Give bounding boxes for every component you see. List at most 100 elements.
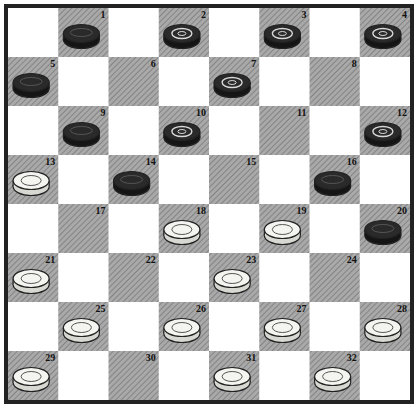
square-number: 19 [297,206,307,216]
square-number: 2 [201,10,206,20]
dark-square [159,204,209,253]
square-number: 7 [251,59,256,69]
piece-top [315,368,351,386]
square-number: 31 [246,353,256,363]
dark-square [209,155,259,204]
checker-piece [164,221,200,245]
square-number: 16 [347,157,357,167]
checker-piece [13,368,49,392]
square-number: 32 [347,353,357,363]
piece-top [13,270,49,288]
checker-piece [214,74,250,98]
piece-top [114,172,150,190]
checker-piece [164,319,200,343]
dark-square [310,57,360,106]
piece-ring [278,32,286,36]
dark-square [259,204,309,253]
piece-top [365,25,401,43]
piece-top [164,123,200,141]
square-number: 30 [146,353,156,363]
piece-ring [322,176,344,184]
piece-top [164,319,200,337]
piece-ring [71,323,91,333]
dark-square [209,253,259,302]
piece-top [13,172,49,190]
dark-square [310,253,360,302]
dark-square [310,155,360,204]
square-number: 21 [45,255,55,265]
piece-ring [373,29,393,39]
square-number: 15 [246,157,256,167]
piece-top [264,319,300,337]
piece-ring [121,176,143,184]
dark-square [8,351,58,400]
square-number: 24 [347,255,357,265]
dark-square [8,155,58,204]
checker-piece [114,172,150,196]
dark-square [58,8,108,57]
piece-top [365,123,401,141]
square-number: 11 [297,108,306,118]
piece-ring [172,127,192,137]
checker-piece [365,319,401,343]
dark-square [259,302,309,351]
checker-piece [365,221,401,245]
dark-square [58,204,108,253]
piece-top [264,221,300,239]
piece-top [63,25,99,43]
square-number: 17 [96,206,106,216]
checker-piece [315,368,351,392]
piece-ring [372,225,394,233]
checker-piece [315,172,351,196]
dark-square [360,106,410,155]
square-number: 3 [302,10,307,20]
checker-piece [214,368,250,392]
board-frame [6,6,412,402]
checker-piece [164,25,200,49]
square-number: 18 [196,206,206,216]
square-number: 13 [45,157,55,167]
dark-square [159,8,209,57]
dark-square [8,253,58,302]
dark-square [8,57,58,106]
piece-ring [21,176,41,186]
piece-ring [178,130,186,134]
square-number: 12 [397,108,407,118]
square-number: 9 [101,108,106,118]
dark-square [109,351,159,400]
piece-top [13,74,49,92]
dark-square [259,8,309,57]
checker-piece [264,319,300,343]
dark-square [159,302,209,351]
square-number: 1 [101,10,106,20]
checker-piece [63,319,99,343]
checker-piece [13,74,49,98]
dark-square [159,106,209,155]
piece-ring [272,323,292,333]
dark-square [109,57,159,106]
checker-piece [63,25,99,49]
piece-top [164,221,200,239]
square-number: 26 [196,304,206,314]
piece-top [365,319,401,337]
piece-ring [172,29,192,39]
piece-top [315,172,351,190]
piece-top [365,221,401,239]
piece-ring [172,225,192,235]
piece-ring [21,274,41,284]
square-number: 8 [352,59,357,69]
dark-square [109,155,159,204]
piece-top [13,368,49,386]
piece-top [214,270,250,288]
square-number: 14 [146,157,156,167]
checker-piece [214,270,250,294]
piece-top [214,74,250,92]
dark-square [58,106,108,155]
piece-ring [373,323,393,333]
dark-square [360,204,410,253]
piece-ring [373,127,393,137]
piece-top [63,123,99,141]
dark-square [360,302,410,351]
piece-top [164,25,200,43]
piece-ring [21,372,41,382]
